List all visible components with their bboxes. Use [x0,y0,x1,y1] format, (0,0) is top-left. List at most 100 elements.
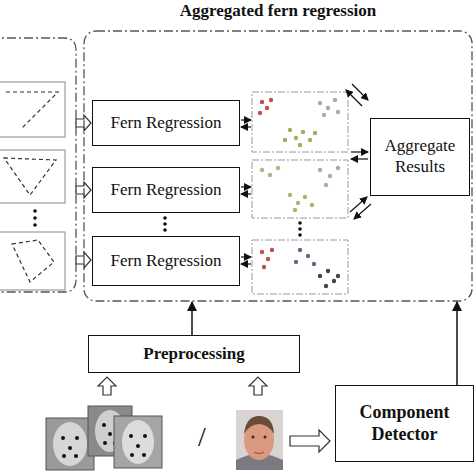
scatter-dot [269,98,273,102]
landmark-dot [62,454,66,458]
connector-arrow [456,302,458,385]
landmark-dot [102,423,106,427]
box-label: Component Detector [342,402,467,446]
small-arrow [241,263,251,264]
scatter-dot [288,193,292,197]
face-photo [236,410,283,470]
small-arrow [241,193,251,194]
face-frame [114,416,162,468]
scatter-dot [326,269,330,273]
process-box: Fern Regression [92,236,240,286]
shape-sketch [6,92,58,128]
scatter-dot [260,100,264,104]
landmark-dot [74,454,78,458]
scatter-dot [336,166,340,170]
photo-eye [252,436,255,439]
connector-arrow [191,302,193,335]
scatter-dot [288,128,292,132]
face-shape [122,420,154,464]
scatter-dot [322,113,326,117]
separator-label: / [198,421,206,453]
landmark-dot [61,436,65,440]
scatter-dot [266,257,270,261]
face-image [46,418,94,470]
scatter-dot [294,260,298,264]
landmark-dot [68,446,72,450]
box-text-wrap: Fern Regression [105,180,228,201]
landmark-dot [103,441,107,445]
scatter-dot [308,138,312,142]
group-container: Aggregated fern regressionFern Regressio… [83,30,473,302]
group-title: Aggregated fern regression [83,1,473,21]
small-arrow [241,126,251,127]
scatter-dot [298,248,302,252]
face-image [114,416,162,468]
small-arrow [241,119,251,120]
process-box: Preprocessing [88,335,300,373]
scatter-dot [326,106,330,110]
landmark-dot [143,434,147,438]
ellipsis-dot [298,227,302,231]
dash-dot-border [84,31,472,301]
hollow-arrow [98,377,116,395]
landmark-dot [130,453,134,457]
scatter-dot [270,248,274,252]
aggregate-box: Aggregate Results [370,118,470,196]
scatter-dot [306,254,310,258]
scatter-dot [276,166,280,170]
scatter-plot [252,240,348,294]
scatter-plot [252,160,348,218]
landmark-dot [108,432,112,436]
ellipsis-dot [163,216,167,220]
face-shape [53,422,87,466]
box-text-wrap: Preprocessing [137,344,250,365]
ellipsis-dot [33,209,37,213]
process-box: Fern Regression [92,167,240,213]
photo-eye [264,436,267,439]
shape-box [0,82,65,137]
box-text-wrap: Component Detector [336,402,473,446]
scatter-dot [313,131,317,135]
scatter-dot [298,143,302,147]
face-frame [46,418,94,470]
scatter-dot [260,250,264,254]
scatter-dot [324,284,328,288]
ellipsis-dot [163,222,167,226]
landmark-dot [75,436,79,440]
scatter-dot [332,279,336,283]
shape-box [0,232,65,290]
ellipsis-dot [33,223,37,227]
scatter-dot [318,101,322,105]
photo-frame [236,410,283,470]
scatter-dot [260,168,264,172]
scatter-dot [258,111,262,115]
ellipsis-dot [298,233,302,237]
landmark-dot [129,434,133,438]
ellipsis-dot [298,221,302,225]
hollow-arrow [290,430,330,452]
scatter-plot [252,92,348,152]
photo-hair [244,416,274,434]
box-text-wrap: Fern Regression [105,251,228,272]
shape-box [0,150,65,203]
scatter-dot [293,208,297,212]
small-arrow [346,90,362,106]
small-arrow [351,151,368,152]
scatter-dot [301,130,305,134]
scatter-dot [268,173,272,177]
box-text-wrap: Fern Regression [105,113,228,134]
scatter-dot [336,274,340,278]
shape-sketch [4,158,56,195]
scatter-dot [312,262,316,266]
scatter-dot [283,138,287,142]
small-arrow [241,256,251,257]
small-arrow [241,186,251,187]
scatter-dot [328,174,332,178]
small-arrow [354,204,371,219]
scatter-dot [262,265,266,269]
box-label: Preprocessing [143,344,244,365]
scatter-dot [296,201,300,205]
scatter-dot [310,203,314,207]
box-label: Fern Regression [111,251,222,272]
scatter-dot [265,106,269,110]
